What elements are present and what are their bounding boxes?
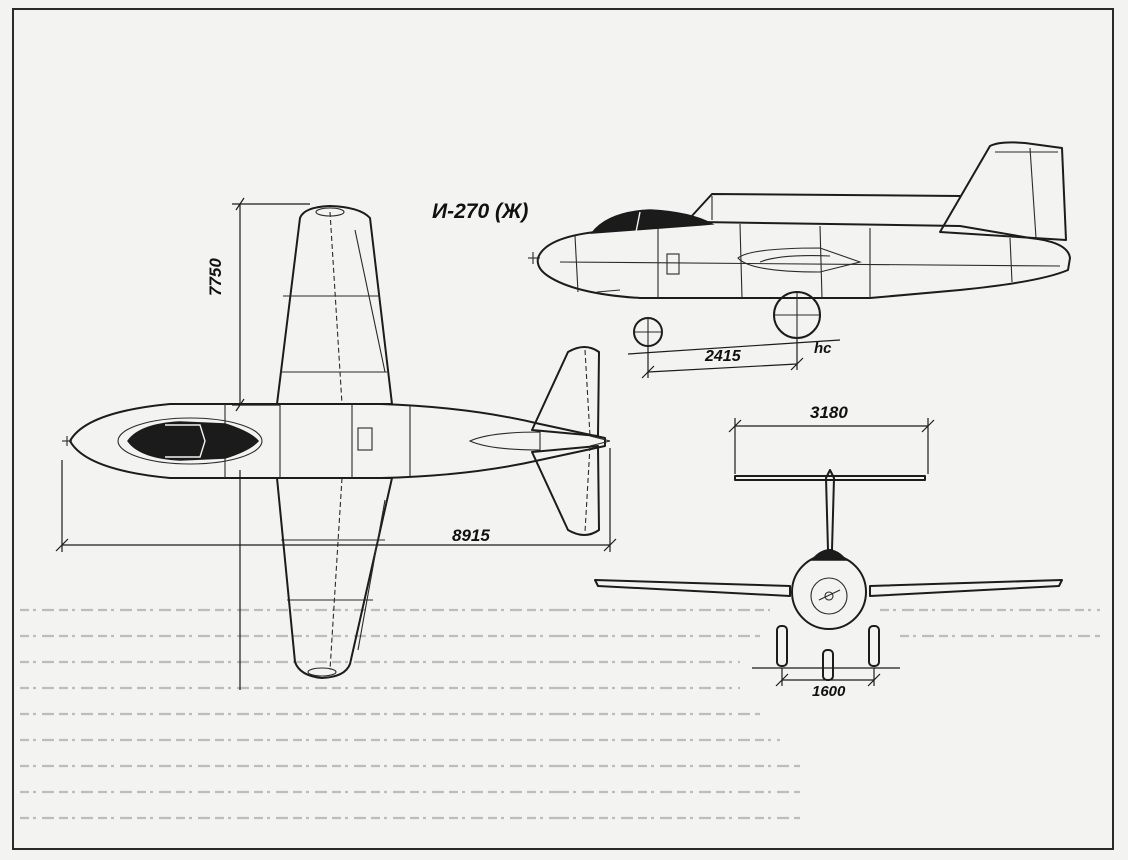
- side-ground-line: [627, 339, 841, 355]
- dim-wheelbase-label: 2415: [705, 348, 741, 365]
- plan-lower-wing: [276, 477, 393, 679]
- dim-tail-span-label: 3180: [810, 403, 848, 422]
- plan-canopy: [127, 421, 260, 461]
- side-fuselage: [536, 221, 1071, 299]
- front-right-gear: [868, 625, 880, 667]
- front-left-wing: [594, 579, 791, 597]
- dim-track: [775, 668, 881, 687]
- plan-view: [55, 197, 617, 690]
- ground-line-label: hc: [814, 340, 832, 357]
- front-right-wing: [869, 579, 1063, 597]
- side-vertical-fin: [939, 141, 1067, 241]
- side-view: [528, 141, 1071, 379]
- side-nacelle: [737, 247, 862, 273]
- background-text-lines: [20, 608, 1100, 820]
- front-left-gear: [776, 625, 788, 667]
- plan-lower-stabilizer: [531, 445, 600, 536]
- dim-half-span-label: 7750: [206, 258, 225, 296]
- dim-length: [55, 448, 617, 552]
- dim-wheelbase: [641, 338, 804, 379]
- plan-upper-stabilizer: [531, 346, 600, 437]
- front-view: [594, 418, 1063, 687]
- dim-half-span: [232, 197, 310, 690]
- dim-tail-span: [728, 418, 935, 474]
- dim-track-label: 1600: [812, 683, 846, 700]
- side-canopy: [590, 209, 715, 234]
- drawing-frame: [12, 8, 1114, 850]
- dim-length-label: 8915: [452, 526, 490, 545]
- front-stabilizer: [734, 475, 926, 481]
- aircraft-designation: И-270 (Ж): [432, 200, 529, 223]
- front-fin: [825, 469, 835, 551]
- front-nose-gear: [822, 649, 834, 681]
- plan-upper-wing: [276, 205, 393, 405]
